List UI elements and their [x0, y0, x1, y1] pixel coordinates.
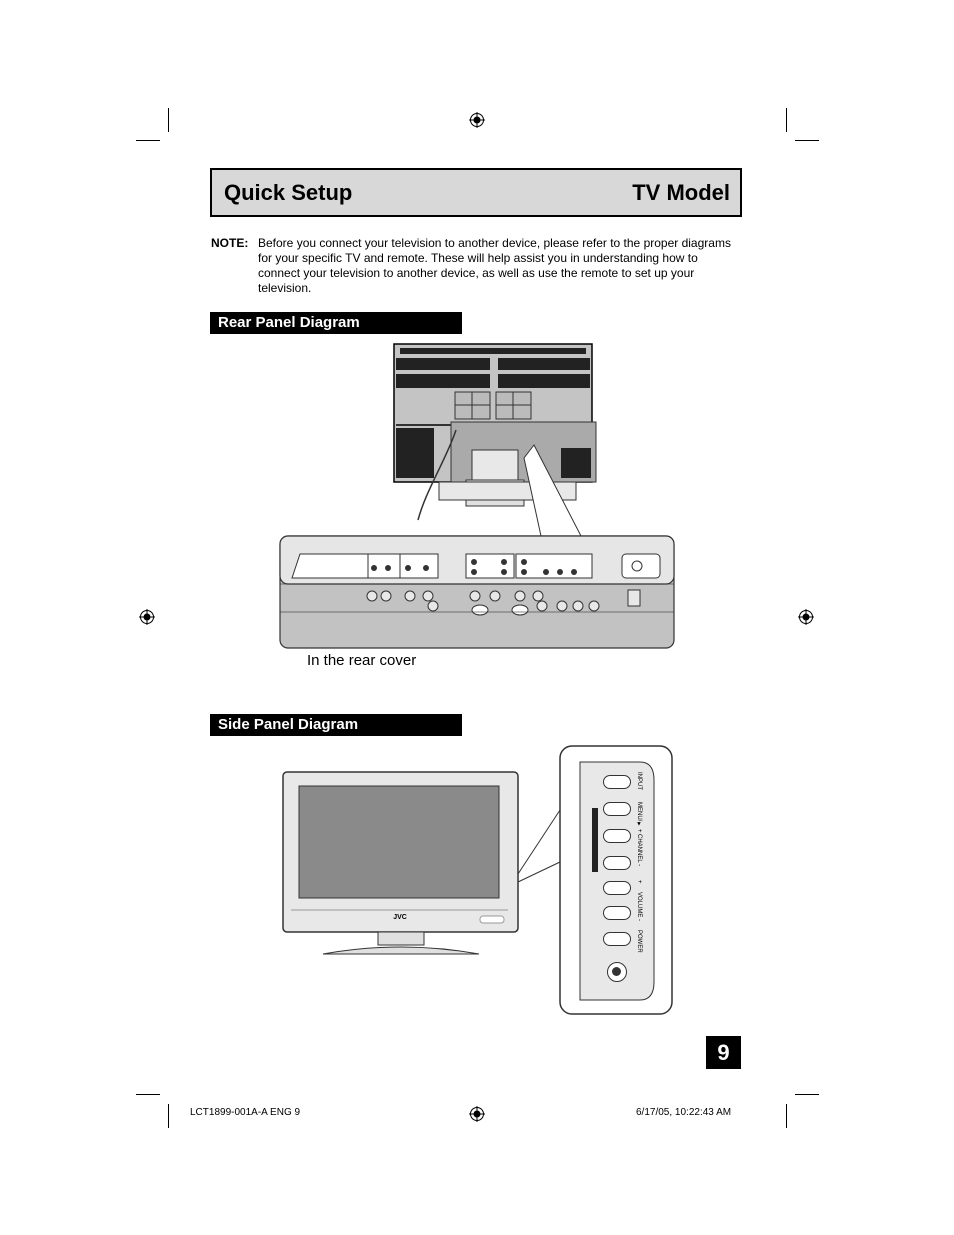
volume-down-button[interactable]	[603, 906, 631, 920]
channel-down-button[interactable]	[603, 856, 631, 870]
page-header: Quick Setup TV Model	[210, 168, 742, 217]
rear-panel-heading: Rear Panel Diagram	[210, 312, 462, 334]
page-number: 9	[706, 1036, 741, 1069]
crop-mark	[786, 1104, 787, 1128]
power-label: POWER	[636, 930, 642, 953]
headphone-jack-icon	[607, 962, 627, 982]
jvc-logo: JVC	[393, 914, 407, 921]
page-title: Quick Setup	[224, 180, 353, 205]
footer-file-label: LCT1899-001A-A ENG 9	[190, 1107, 301, 1118]
crop-mark	[168, 1104, 169, 1128]
volume-up-button[interactable]	[603, 881, 631, 895]
crop-mark	[795, 140, 819, 141]
note-text: Before you connect your television to an…	[258, 236, 731, 295]
tv-model-label: TV Model	[632, 180, 730, 205]
channel-up-button[interactable]	[603, 829, 631, 843]
volume-plus-label: +	[636, 880, 642, 884]
input-label: INPUT	[636, 772, 642, 790]
registration-mark-icon	[139, 609, 155, 625]
volume-label: VOLUME -	[636, 892, 642, 922]
menu-button[interactable]	[603, 802, 631, 816]
registration-mark-icon	[798, 609, 814, 625]
crop-mark	[136, 140, 160, 141]
side-button-labels: INPUT MENU/▼ + CHANNEL - + VOLUME - POWE…	[636, 772, 646, 953]
input-button[interactable]	[603, 775, 631, 789]
note-label: NOTE:	[211, 236, 249, 250]
footer-timestamp: 6/17/05, 10:22:43 AM	[636, 1107, 732, 1118]
rear-panel-diagram	[279, 343, 675, 649]
channel-label: CHANNEL -	[636, 834, 642, 867]
menu-label: MENU/▼ +	[636, 802, 642, 833]
crop-mark	[786, 108, 787, 132]
side-panel-diagram: JVC	[282, 745, 673, 1015]
power-button[interactable]	[603, 932, 631, 946]
crop-mark	[795, 1094, 819, 1095]
side-panel-heading: Side Panel Diagram	[210, 714, 462, 736]
menu-bracket	[592, 808, 598, 872]
crop-mark	[136, 1094, 160, 1095]
crop-mark	[168, 108, 169, 132]
registration-mark-icon	[469, 1106, 485, 1122]
rear-panel-caption: In the rear cover	[307, 652, 417, 669]
registration-mark-icon	[469, 112, 485, 128]
